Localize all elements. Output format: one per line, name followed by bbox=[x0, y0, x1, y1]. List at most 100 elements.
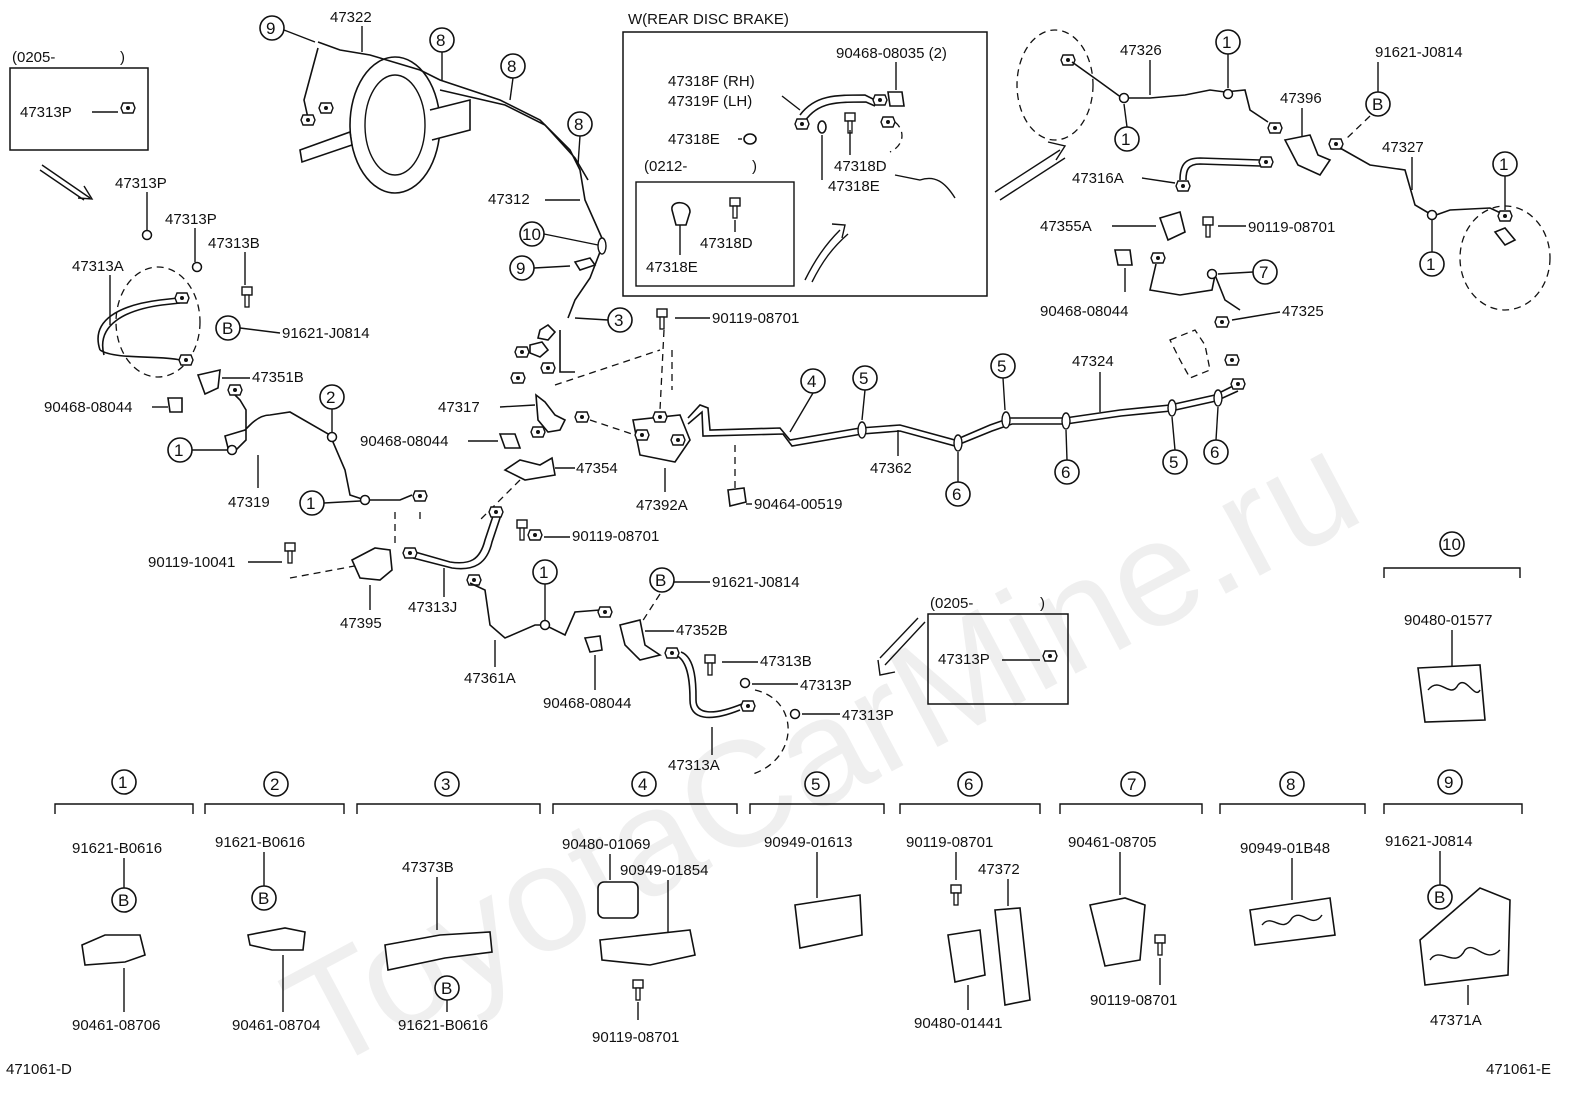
svg-text:90468-08035 (2): 90468-08035 (2) bbox=[836, 45, 947, 62]
svg-text:B: B bbox=[258, 889, 269, 908]
rear-assembly: 47326 1 1 91621-J0814 B 47396 47327 1 1 … bbox=[994, 29, 1551, 379]
svg-text:47312: 47312 bbox=[488, 191, 530, 208]
inset-date: (0205- bbox=[12, 49, 55, 66]
group-8: 8 90949-01B48 bbox=[1219, 771, 1366, 946]
svg-text:90949-01B48: 90949-01B48 bbox=[1240, 840, 1330, 857]
svg-text:47313P: 47313P bbox=[165, 211, 217, 228]
svg-text:91621-B0616: 91621-B0616 bbox=[72, 840, 162, 857]
svg-text:90949-01854: 90949-01854 bbox=[620, 862, 708, 879]
svg-text:4: 4 bbox=[638, 775, 647, 794]
svg-text:7: 7 bbox=[1259, 263, 1268, 282]
svg-text:47313P: 47313P bbox=[800, 677, 852, 694]
svg-text:90464-00519: 90464-00519 bbox=[754, 496, 842, 513]
svg-text:47355A: 47355A bbox=[1040, 218, 1092, 235]
svg-text:47324: 47324 bbox=[1072, 353, 1114, 370]
svg-text:3: 3 bbox=[614, 311, 623, 330]
svg-text:5: 5 bbox=[997, 357, 1006, 376]
svg-text:8: 8 bbox=[1286, 775, 1295, 794]
svg-text:47319: 47319 bbox=[228, 494, 270, 511]
svg-text:91621-B0616: 91621-B0616 bbox=[398, 1017, 488, 1034]
inset-top-left: (0205- ) 47313P bbox=[9, 49, 149, 201]
svg-text:90119-08701: 90119-08701 bbox=[1090, 992, 1177, 1009]
svg-text:5: 5 bbox=[1169, 453, 1178, 472]
svg-text:W(REAR DISC BRAKE): W(REAR DISC BRAKE) bbox=[628, 11, 789, 28]
footer-left: 471061-D bbox=[6, 1061, 72, 1078]
svg-text:5: 5 bbox=[811, 775, 820, 794]
svg-text:47396: 47396 bbox=[1280, 90, 1322, 107]
svg-text:6: 6 bbox=[1210, 443, 1219, 462]
svg-text:47395: 47395 bbox=[340, 615, 382, 632]
group-2: 2 91621-B0616 B 90461-08704 bbox=[204, 771, 345, 1034]
center-hub: 90119-08701 47317 90468-08044 47392A 473… bbox=[360, 308, 842, 545]
svg-text:1: 1 bbox=[1121, 130, 1130, 149]
svg-text:47318E: 47318E bbox=[668, 131, 720, 148]
svg-text:1: 1 bbox=[118, 773, 127, 792]
inset-part-label: 47313P bbox=[20, 104, 72, 121]
svg-text:B: B bbox=[1372, 95, 1383, 114]
svg-text:): ) bbox=[120, 49, 125, 66]
svg-text:2: 2 bbox=[270, 775, 279, 794]
svg-text:47313A: 47313A bbox=[72, 258, 124, 275]
svg-text:8: 8 bbox=[436, 31, 445, 50]
svg-text:47322: 47322 bbox=[330, 9, 372, 26]
svg-text:47313P: 47313P bbox=[842, 707, 894, 724]
svg-text:9: 9 bbox=[266, 19, 275, 38]
svg-text:47327: 47327 bbox=[1382, 139, 1424, 156]
group-5: 5 90949-01613 bbox=[749, 771, 885, 949]
svg-text:2: 2 bbox=[326, 388, 335, 407]
group-9: 9 91621-J0814 B 47371A bbox=[1383, 769, 1523, 1029]
group-7: 7 90461-08705 90119-08701 bbox=[1059, 771, 1203, 1009]
svg-text:1: 1 bbox=[306, 494, 315, 513]
svg-text:10: 10 bbox=[1442, 535, 1461, 554]
svg-text:47313B: 47313B bbox=[760, 653, 812, 670]
svg-text:90119-08701: 90119-08701 bbox=[592, 1029, 679, 1046]
svg-text:47372: 47372 bbox=[978, 861, 1020, 878]
svg-text:1: 1 bbox=[539, 563, 548, 582]
svg-text:90119-08701: 90119-08701 bbox=[1248, 219, 1335, 236]
svg-text:90468-08044: 90468-08044 bbox=[543, 695, 631, 712]
svg-text:): ) bbox=[1040, 595, 1045, 612]
svg-text:47325: 47325 bbox=[1282, 303, 1324, 320]
svg-text:4: 4 bbox=[807, 372, 816, 391]
svg-text:90480-01441: 90480-01441 bbox=[914, 1015, 1002, 1032]
footer-right: 471061-E bbox=[1486, 1061, 1551, 1078]
svg-text:(0212-: (0212- bbox=[644, 158, 687, 175]
svg-text:47318F (RH): 47318F (RH) bbox=[668, 73, 755, 90]
svg-text:1: 1 bbox=[1499, 155, 1508, 174]
svg-text:47352B: 47352B bbox=[676, 622, 728, 639]
inset-rear-disc: W(REAR DISC BRAKE) 90468-08035 (2) 47318… bbox=[622, 11, 988, 297]
svg-text:B: B bbox=[118, 891, 129, 910]
svg-text:90468-08044: 90468-08044 bbox=[1040, 303, 1128, 320]
svg-text:B: B bbox=[655, 571, 666, 590]
svg-text:6: 6 bbox=[952, 485, 961, 504]
svg-text:47316A: 47316A bbox=[1072, 170, 1124, 187]
svg-text:47313P: 47313P bbox=[115, 175, 167, 192]
svg-text:91621-J0814: 91621-J0814 bbox=[1385, 833, 1473, 850]
svg-text:47371A: 47371A bbox=[1430, 1012, 1482, 1029]
svg-text:47326: 47326 bbox=[1120, 42, 1162, 59]
svg-text:91621-J0814: 91621-J0814 bbox=[282, 325, 370, 342]
svg-text:91621-J0814: 91621-J0814 bbox=[712, 574, 800, 591]
svg-text:47318E: 47318E bbox=[828, 178, 880, 195]
svg-text:90468-08044: 90468-08044 bbox=[44, 399, 132, 416]
svg-text:47313J: 47313J bbox=[408, 599, 457, 616]
svg-text:47313B: 47313B bbox=[208, 235, 260, 252]
svg-text:90480-01577: 90480-01577 bbox=[1404, 612, 1492, 629]
svg-text:47317: 47317 bbox=[438, 399, 480, 416]
svg-text:B: B bbox=[222, 319, 233, 338]
svg-text:90949-01613: 90949-01613 bbox=[764, 834, 852, 851]
svg-text:91621-J0814: 91621-J0814 bbox=[1375, 44, 1463, 61]
svg-text:8: 8 bbox=[507, 57, 516, 76]
svg-text:9: 9 bbox=[516, 259, 525, 278]
svg-text:47319F (LH): 47319F (LH) bbox=[668, 93, 752, 110]
svg-text:1: 1 bbox=[1426, 255, 1435, 274]
svg-text:6: 6 bbox=[1061, 463, 1070, 482]
svg-text:90461-08704: 90461-08704 bbox=[232, 1017, 320, 1034]
booster-group: 47322 9 8 8 8 47312 10 9 3 bbox=[259, 9, 661, 386]
svg-text:47362: 47362 bbox=[870, 460, 912, 477]
inset-lower-mid: (0205- ) 47313P bbox=[877, 595, 1069, 705]
svg-text:90119-10041: 90119-10041 bbox=[148, 554, 235, 571]
svg-text:47318D: 47318D bbox=[700, 235, 753, 252]
svg-text:(0205-: (0205- bbox=[930, 595, 973, 612]
